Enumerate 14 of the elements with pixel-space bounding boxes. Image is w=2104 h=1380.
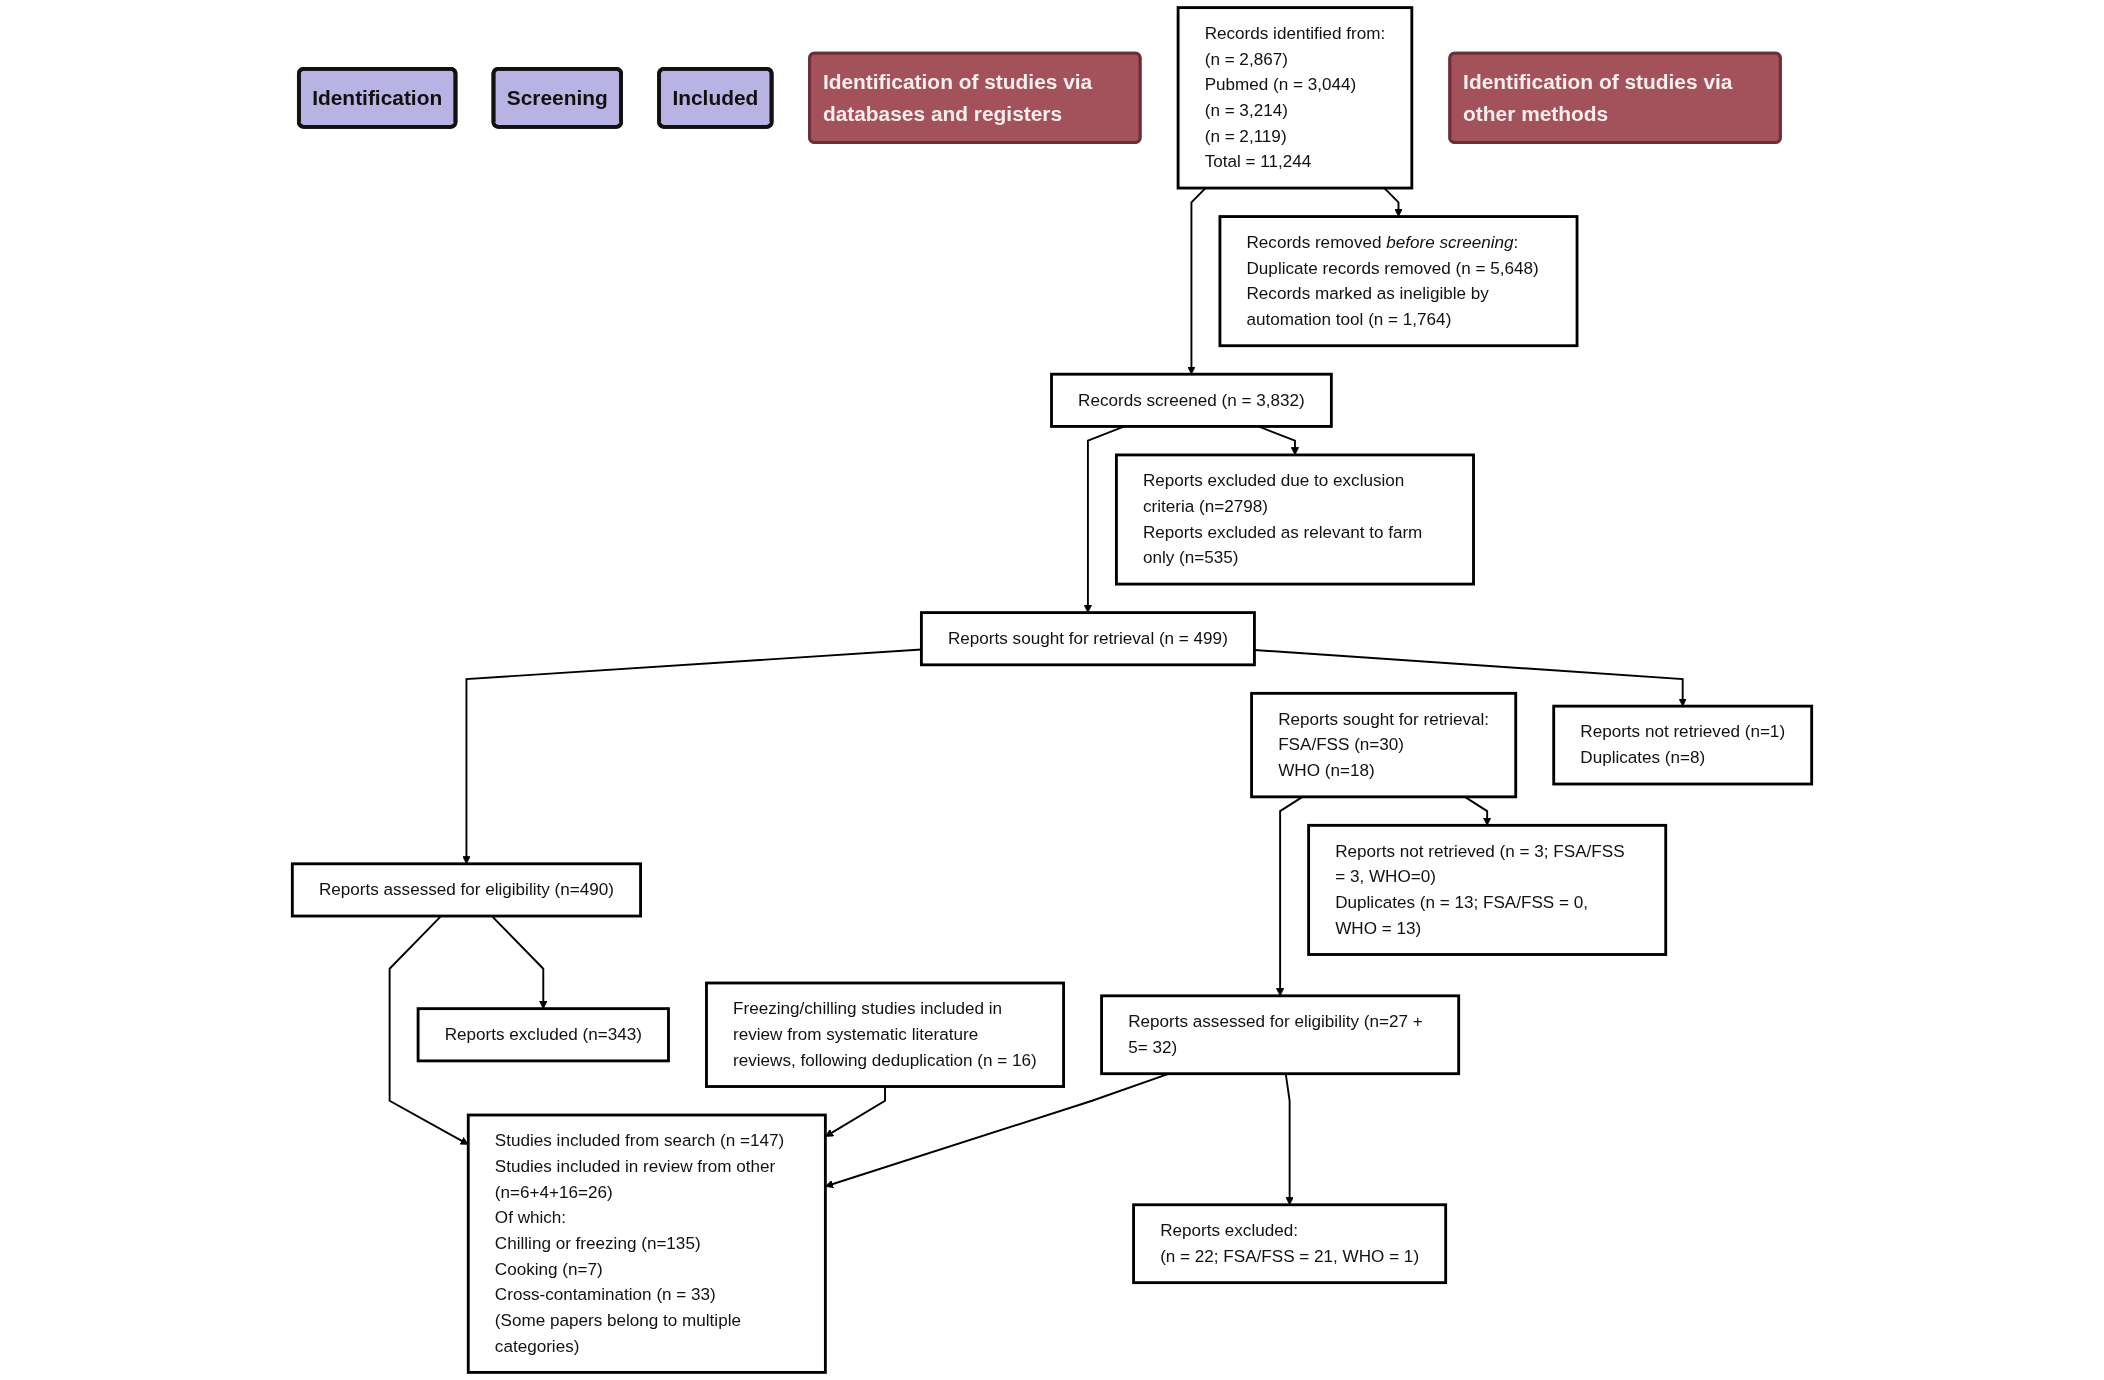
node-box: Reports excluded due to exclusion criteria (n=2798) Reports excluded as relevant to farm only (n=535) (1114, 453, 1475, 586)
node-box: Records screened (n = 3,832) (1050, 372, 1333, 428)
node-box: Reports excluded: (n = 22; FSA/FSS = 21, WHO = 1) (1132, 1203, 1448, 1285)
node-box: Reports sought for retrieval (n = 499) (919, 611, 1256, 667)
node-box: Records identified from: (n = 2,867) Pubmed (n = 3,044) (n = 3,214) (n = 2,119) Total = 11,244 (1176, 6, 1414, 190)
node-box: Freezing/chilling studies included in review from systematic literature reviews, following deduplication (n = 16) (705, 981, 1065, 1088)
node-box: Reports excluded (n=343) (416, 1007, 670, 1063)
node-box: Reports assessed for eligibility (n=490) (290, 862, 642, 918)
node-box: Reports not retrieved (n = 3; FSA/FSS = 3, WHO=0) Duplicates (n = 13; FSA/FSS = 0, WHO = 13) (1307, 823, 1668, 956)
node-box: Reports assessed for eligibility (n=27 + 5= 32) (1100, 994, 1461, 1076)
node-box: Reports not retrieved (n=1) Duplicates (n=8) (1552, 704, 1814, 786)
node-box: Studies included from search (n =147) Studies included in review from other (n=6+4+16=26) Of which: Chilling or freezing (n=135) Cooking (n=7) Cross-contamination (n = 33) (Some papers belong to multiple categories) (466, 1113, 827, 1374)
node-box: Reports sought for retrieval: FSA/FSS (n=30) WHO (n=18) (1250, 691, 1518, 799)
node-box: Records removed before screening: Duplicate records removed (n = 5,648) Records marked as ineligible by automation tool (n = 1,764) (1218, 215, 1579, 348)
